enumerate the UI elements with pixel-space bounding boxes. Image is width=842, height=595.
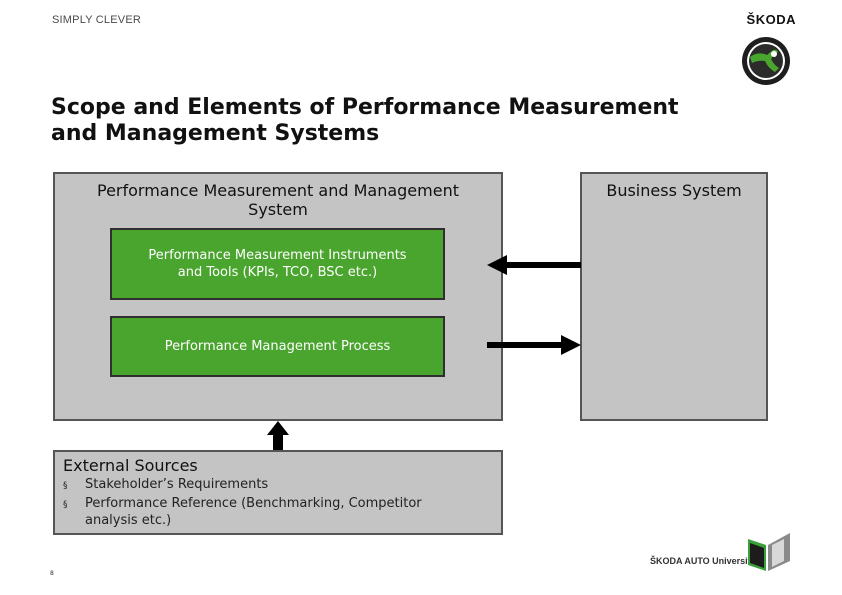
process-box: Performance Management Process <box>110 316 445 377</box>
pmm-system-title-line-2: System <box>248 200 308 219</box>
page-number: 8 <box>50 570 54 577</box>
bullet-icon: § <box>63 481 68 491</box>
page-title-line-1: Scope and Elements of Performance Measur… <box>51 95 679 120</box>
arrow-up-icon <box>267 421 289 451</box>
page-title-line-2: and Management Systems <box>51 121 380 146</box>
business-system-box: Business System <box>580 172 768 421</box>
university-logo-icon <box>748 533 790 571</box>
list-item-text: Performance Reference (Benchmarking, Com… <box>85 496 422 511</box>
tagline: SIMPLY CLEVER <box>52 14 142 26</box>
instruments-box: Performance Measurement Instruments and … <box>110 228 445 300</box>
pmm-system-title-line-1: Performance Measurement and Management <box>97 181 459 200</box>
list-item: § Performance Reference (Benchmarking, C… <box>63 495 493 529</box>
bullet-icon: § <box>63 500 68 510</box>
process-label: Performance Management Process <box>164 339 391 354</box>
page-title: Scope and Elements of Performance Measur… <box>51 95 679 147</box>
instruments-line-1: Performance Measurement Instruments <box>148 248 407 263</box>
arrow-right-icon <box>487 335 581 355</box>
external-sources-box: External Sources § Stakeholder’s Require… <box>53 450 503 535</box>
instruments-line-2: and Tools (KPIs, TCO, BSC etc.) <box>177 265 378 280</box>
external-sources-list: § Stakeholder’s Requirements § Performan… <box>63 476 493 529</box>
arrow-left-icon <box>487 255 581 275</box>
external-sources-title: External Sources <box>63 456 198 475</box>
pmm-system-title: Performance Measurement and Management S… <box>55 181 501 219</box>
list-item: § Stakeholder’s Requirements <box>63 476 493 495</box>
skoda-logo-icon <box>742 37 790 85</box>
university-label: ŠKODA AUTO University <box>650 556 756 566</box>
list-item-text: Stakeholder’s Requirements <box>85 477 269 492</box>
brand-wordmark: ŠKODA <box>746 12 796 27</box>
list-item-text-cont: analysis etc.) <box>85 513 172 528</box>
business-system-title: Business System <box>606 181 742 200</box>
